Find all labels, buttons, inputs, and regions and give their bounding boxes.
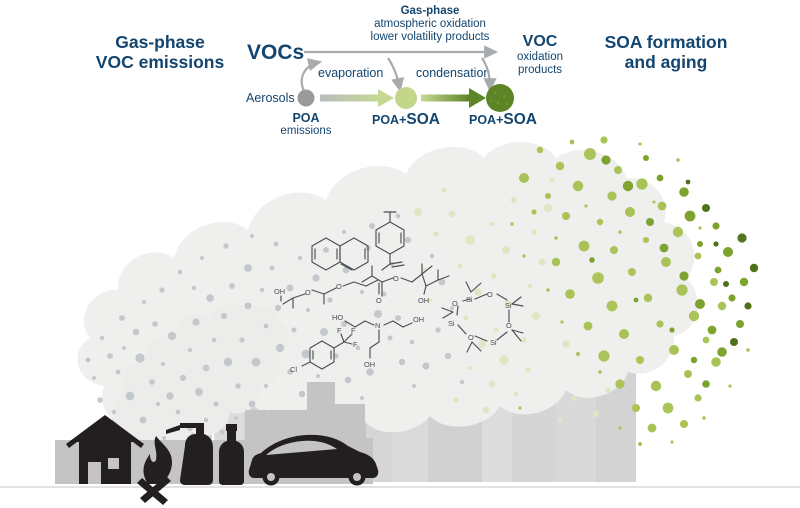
gas-phase-line3: lower volatility products	[371, 31, 490, 43]
atom-label: F	[337, 326, 342, 335]
stage-arrow-2	[421, 88, 486, 108]
stage-label-poa-line1: POA	[292, 111, 319, 125]
atom-label: Si	[505, 301, 512, 310]
molecule-structures: OH O O	[274, 211, 524, 374]
molecule-methylstyrene	[375, 211, 405, 271]
voc-products-line2: oxidation	[517, 51, 563, 63]
molecule-triethanolamine: HO N OH OH	[332, 313, 424, 369]
atom-label: OH	[364, 360, 375, 369]
atom-label: O	[376, 296, 382, 305]
atom-label: O	[305, 288, 311, 297]
bottle-icon	[219, 424, 244, 485]
gas-phase-line2: atmospheric oxidation	[374, 18, 486, 30]
page-title-right: SOA formation and aging	[605, 32, 728, 72]
stage-label-poa-soa-1: POA+SOA	[372, 111, 440, 128]
stage-circle-texture	[490, 91, 509, 106]
atom-label: O	[487, 290, 493, 299]
title-left-line1: Gas-phase	[115, 32, 205, 52]
stage-label-poa-soa-2: POA+SOA	[469, 111, 537, 128]
atom-label: O	[393, 274, 399, 283]
atom-label: O	[336, 282, 342, 291]
pale-green-particles	[413, 177, 611, 422]
condensation-arrow-1	[387, 57, 405, 93]
house-icon	[66, 415, 144, 484]
spray-bottle-icon	[166, 423, 213, 485]
atom-label: Cl	[290, 365, 297, 374]
atom-label: O	[452, 299, 458, 308]
stage-arrow-1	[320, 89, 394, 107]
stage-circle-poa-soa-2	[486, 84, 514, 112]
gas-phase-line1: Gas-phase	[401, 5, 460, 17]
stage-circle-poa-soa-1	[395, 87, 417, 109]
atom-label: N	[375, 321, 380, 330]
molecule-chlorobenzotrifluoride: Cl F F F	[290, 326, 358, 374]
atom-label: Si	[490, 338, 497, 347]
particle-texture	[584, 148, 747, 414]
atom-label: HO	[332, 313, 343, 322]
evaporation-arrow	[300, 58, 323, 94]
molecule-glycol-ether: OH O O	[274, 279, 379, 309]
stage-label-poa-line2: emissions	[280, 125, 331, 137]
voc-products-line1: VOC	[523, 33, 558, 50]
title-left-line2: VOC emissions	[96, 52, 225, 72]
gas-phase-annotation: Gas-phase atmospheric oxidation lower vo…	[371, 5, 490, 43]
campfire-icon	[137, 436, 172, 505]
molecule-siloxane-ring: Si O Si O Si O Si O	[441, 281, 524, 353]
vocs-label: VOCs	[247, 41, 304, 64]
emission-source-icons	[66, 415, 379, 505]
atom-label: F	[351, 326, 356, 335]
car-icon	[248, 434, 379, 486]
voc-products-line3: products	[518, 64, 562, 76]
condensation-label: condensation	[416, 66, 490, 80]
atom-label: Si	[466, 295, 473, 304]
atom-label: O	[468, 333, 474, 342]
title-right-line1: SOA formation	[605, 32, 728, 52]
atom-label: OH	[274, 287, 285, 296]
evaporation-label: evaporation	[318, 66, 383, 80]
smog-plume	[77, 142, 698, 470]
atom-label: O	[506, 321, 512, 330]
condensation-arrow-2	[481, 57, 497, 93]
atom-label: F	[353, 340, 358, 349]
title-right-line2: and aging	[625, 52, 708, 72]
molecule-naphthalene	[311, 237, 369, 271]
atom-label: OH	[413, 315, 424, 324]
gray-particles	[85, 213, 465, 440]
voc-products-label: VOC oxidation products	[517, 33, 563, 76]
atom-label: OH	[418, 296, 429, 305]
aerosols-label: Aerosols	[246, 91, 295, 105]
atom-label: Si	[448, 319, 455, 328]
page-title-left: Gas-phase VOC emissions	[96, 32, 225, 72]
stage-labels: POA emissions POA+SOA POA+SOA	[280, 111, 537, 137]
molecule-texanol: O O OH	[361, 263, 450, 305]
stage-circle-poa	[297, 89, 315, 107]
